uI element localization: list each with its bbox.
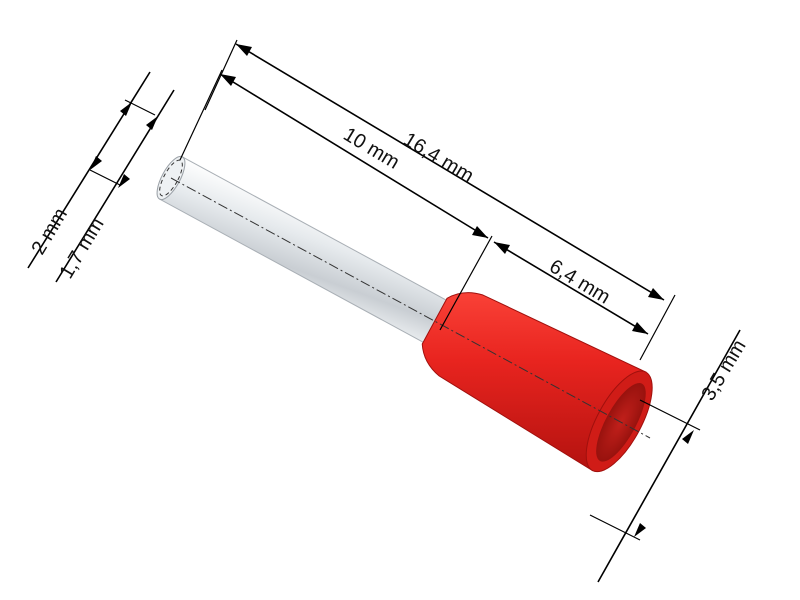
collar-diameter-label: 3,5 mm (697, 336, 750, 404)
metal-tube (156, 155, 474, 358)
total-length-label: 16,4 mm (399, 128, 477, 187)
outer-diameter-label: 2 mm (27, 204, 72, 258)
ferrule-icon (156, 155, 653, 473)
dimension-inner-diameter: 1,7 mm (55, 89, 175, 283)
center-axis (170, 177, 651, 439)
